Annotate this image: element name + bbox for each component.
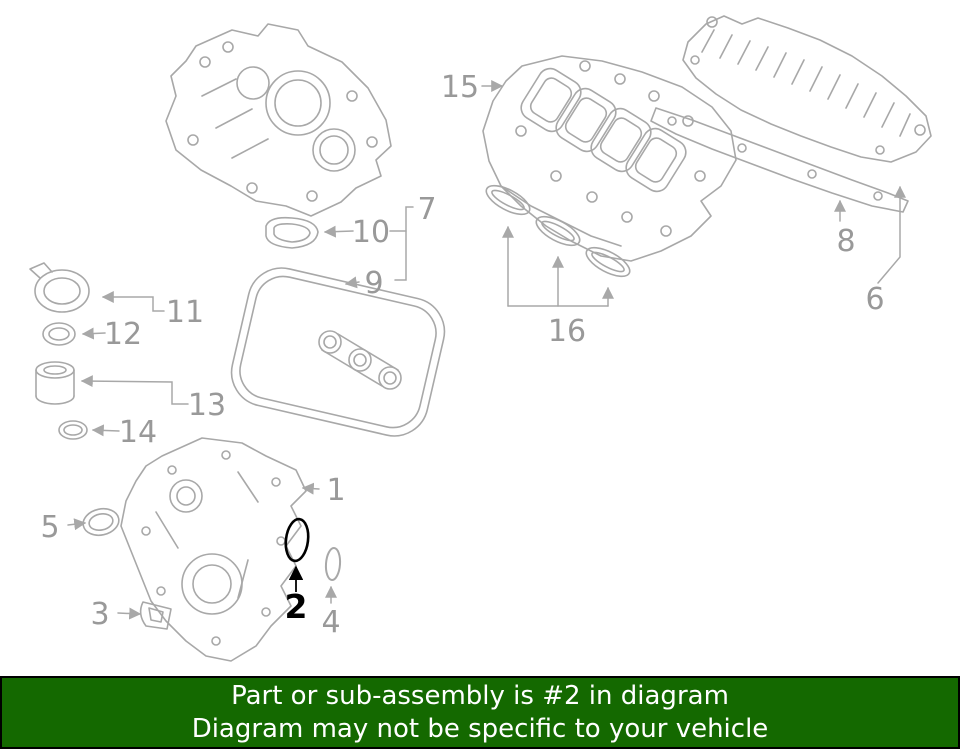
callout-9: 9 <box>364 266 383 301</box>
bracket-7 <box>394 206 414 281</box>
callout-4: 4 <box>321 605 340 640</box>
leader-13 <box>80 375 189 405</box>
callout-11: 11 <box>166 295 204 330</box>
oil-filler-cap-11 <box>29 262 90 313</box>
cover-gasket-8 <box>650 107 909 213</box>
leader-11 <box>101 291 165 312</box>
banner-line-1: Part or sub-assembly is #2 in diagram <box>231 681 729 711</box>
callout-12: 12 <box>104 317 142 352</box>
callout-1: 1 <box>326 473 345 508</box>
valve-cover-left <box>165 23 392 217</box>
callout-10: 10 <box>352 215 390 250</box>
leader-5 <box>67 518 87 531</box>
leader-12 <box>81 327 106 340</box>
callout-13: 13 <box>188 388 226 423</box>
leader-6 <box>877 185 906 284</box>
callout-14: 14 <box>119 415 157 450</box>
leader-10 <box>323 225 354 238</box>
leader-lines <box>67 80 906 620</box>
intake-port-gaskets-16 <box>485 184 631 278</box>
parts-group <box>29 15 932 662</box>
callout-15: 15 <box>441 70 479 105</box>
leader-1 <box>301 482 320 495</box>
callout-8: 8 <box>836 224 855 259</box>
seal-piece-3 <box>139 601 172 630</box>
valve-cover-gasket-9 <box>230 267 446 437</box>
vehicle-note-banner: Part or sub-assembly is #2 in diagram Di… <box>0 676 960 749</box>
crank-seal-5 <box>82 507 120 537</box>
callout-2-highlighted: 2 <box>285 587 308 626</box>
filler-neck-13 <box>35 361 75 405</box>
callout-labels: 15 7 10 9 11 12 13 14 8 6 16 1 5 3 4 2 <box>40 70 884 640</box>
callout-16: 16 <box>548 314 586 349</box>
intake-manifold-15 <box>482 55 737 262</box>
leader-14 <box>91 424 120 437</box>
banner-text: Part or sub-assembly is #2 in diagram Di… <box>192 680 769 745</box>
timing-cover-1 <box>120 437 307 662</box>
neck-seal-14 <box>58 420 88 440</box>
callout-6: 6 <box>865 282 884 317</box>
port-gasket-10 <box>265 216 319 249</box>
callout-7: 7 <box>417 192 436 227</box>
leader-9 <box>344 276 360 289</box>
cap-seal-ring-12 <box>42 322 76 346</box>
highlighted-o-ring-2 <box>284 517 310 563</box>
callout-5: 5 <box>40 510 59 545</box>
engine-parts-linework: 15 7 10 9 11 12 13 14 8 6 16 1 5 3 4 2 <box>29 15 932 662</box>
leader-3 <box>117 607 142 620</box>
callout-3: 3 <box>90 597 109 632</box>
small-seal-4 <box>324 547 342 581</box>
valve-cover-right-6 <box>682 15 932 163</box>
banner-line-2: Diagram may not be specific to your vehi… <box>191 713 769 744</box>
